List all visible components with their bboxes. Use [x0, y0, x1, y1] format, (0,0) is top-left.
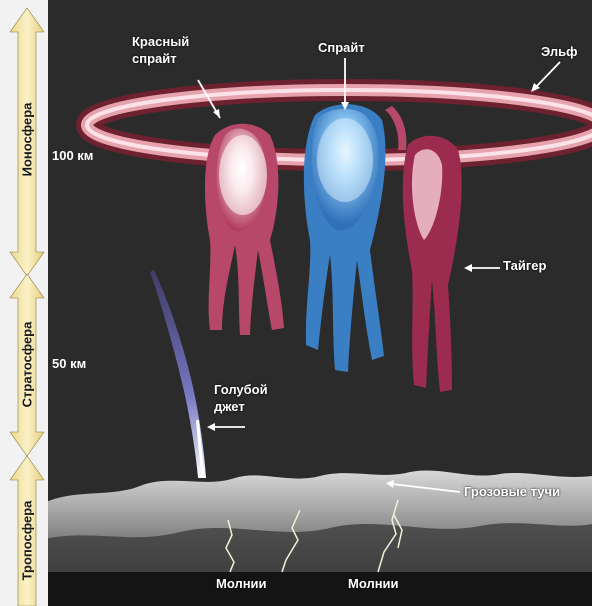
sprite-label: Спрайт — [318, 40, 365, 56]
blue-jet-label-line2: джет — [214, 399, 245, 415]
troposphere-label: Тропосфера — [20, 493, 35, 589]
lightning-label-2: Молнии — [348, 576, 399, 592]
tiger-label: Тайгер — [503, 258, 546, 274]
blue-jet-label-line1: Голубой — [214, 382, 268, 398]
elf-label: Эльф — [541, 44, 578, 60]
red-sprite-label-line1: Красный — [132, 34, 189, 50]
altitude-100km: 100 км — [52, 148, 93, 163]
stratosphere-label: Стратосфера — [20, 315, 35, 415]
storm-clouds-label: Грозовые тучи — [464, 484, 560, 500]
red-sprite — [205, 124, 284, 335]
ionosphere-label: Ионосфера — [20, 100, 35, 180]
red-sprite-label-line2: спрайт — [132, 51, 177, 67]
lightning-label-1: Молнии — [216, 576, 267, 592]
altitude-50km: 50 км — [52, 356, 86, 371]
